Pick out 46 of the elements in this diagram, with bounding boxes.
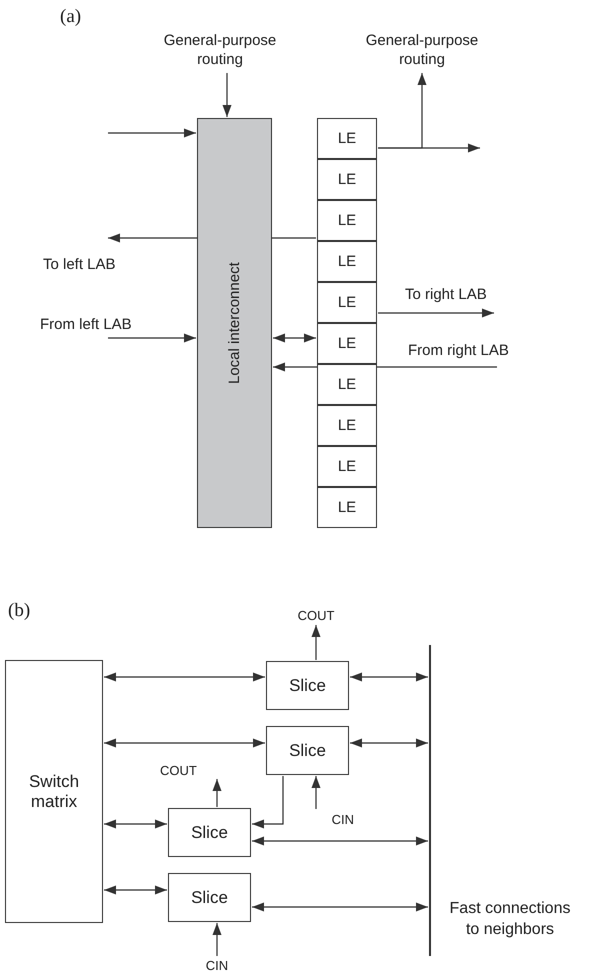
arrow [378,308,494,318]
double-arrow [104,672,265,682]
arrow [252,776,284,828]
double-arrow [104,820,167,828]
logic-element-box: LE [317,364,377,405]
slice-box: Slice [168,808,251,857]
panel-label: (b) [8,600,30,622]
arrow [108,128,196,138]
arrow [222,73,232,117]
slice-box: Slice [266,661,349,710]
arrow [312,625,320,660]
double-arrow [104,738,265,748]
logic-element-box: LE [317,200,377,241]
switch-matrix-box: Switch matrix [5,660,103,923]
signal-label: General-purpose routing [150,28,290,72]
slice-box: Slice [266,726,349,775]
double-arrow [252,902,428,912]
signal-label: CIN [198,957,236,973]
double-arrow [104,886,167,894]
undefined: COUT [160,762,224,778]
double-arrow [273,334,316,342]
double-arrow [252,836,428,846]
logic-element-box: LE [317,241,377,282]
undefined: CIN [304,810,354,828]
panel-label: (a) [60,6,82,28]
double-arrow [350,738,428,748]
edge-label: To right LAB [405,286,487,303]
logic-element-box: LE [317,487,377,528]
bus-label: Fast connections to neighbors [448,899,572,940]
edge-label: From right LAB [408,342,509,359]
interconnect-block: Local interconnect [197,118,272,528]
logic-element-box: LE [317,159,377,200]
signal-label: COUT [289,606,343,624]
slice-box: Slice [168,873,251,922]
double-arrow [350,672,428,682]
arrow [212,923,222,956]
logic-element-box: LE [317,282,377,323]
logic-element-box: LE [317,405,377,446]
logic-element-box: LE [317,323,377,364]
logic-element-box: LE [317,446,377,487]
arrow [312,776,320,809]
signal-label: General-purpose routing [352,28,492,72]
arrow [108,334,196,342]
logic-element-box: LE [317,118,377,159]
arrow [212,779,222,807]
arrow [378,144,480,152]
